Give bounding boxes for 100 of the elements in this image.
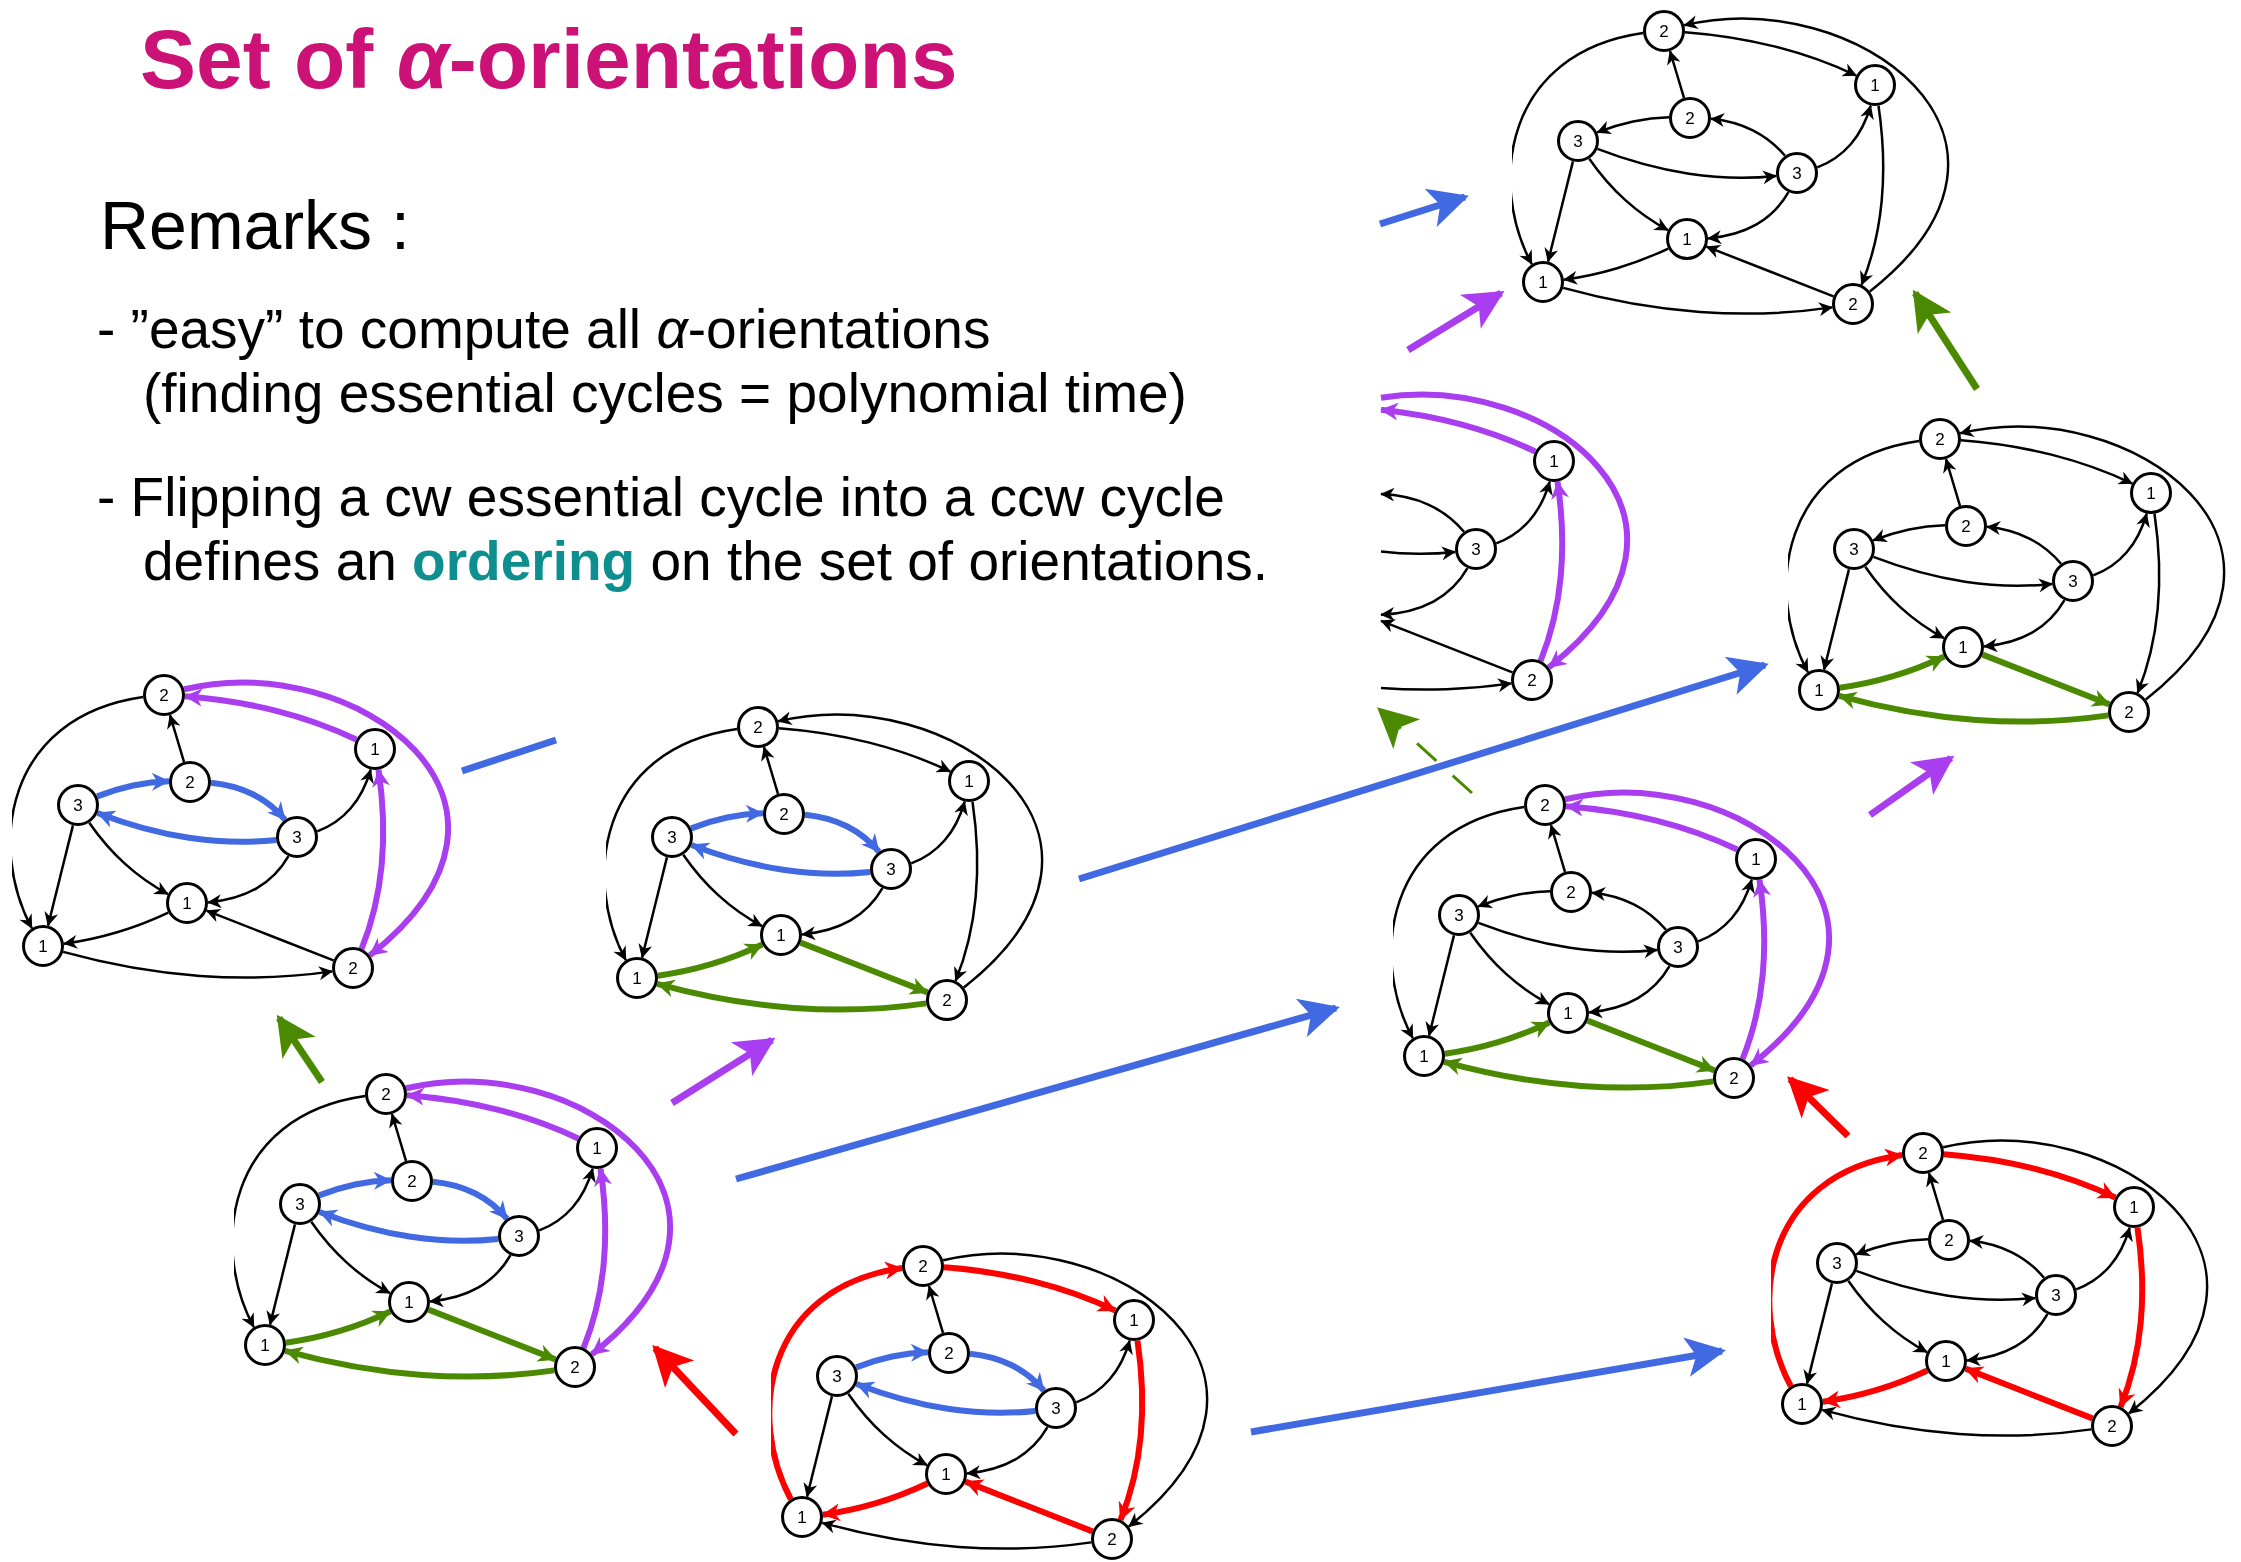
arrow	[1586, 1017, 1716, 1074]
arrow	[1380, 402, 1537, 455]
graph-vertex: 1	[760, 914, 802, 956]
arrow	[1563, 247, 1669, 285]
arrow	[316, 768, 374, 833]
arrow	[1562, 286, 1833, 317]
arrow	[1710, 113, 1786, 157]
graph-vertex: 2	[1713, 1057, 1755, 1099]
section-heading: Remarks :	[100, 186, 410, 265]
arrow	[167, 714, 186, 763]
arrow	[1705, 245, 1834, 298]
graph-vertex: 2	[554, 1346, 596, 1388]
arrow	[96, 810, 277, 845]
arrow	[1380, 487, 1465, 533]
graph-vertex: 2	[1902, 1132, 1944, 1174]
graph-vertex: 2	[1524, 784, 1566, 826]
arrow	[1838, 691, 2109, 725]
arrow	[266, 1224, 297, 1326]
arrow	[88, 822, 169, 896]
arrow	[405, 1078, 673, 1357]
graph-vertex: 2	[332, 947, 374, 989]
arrow	[855, 1343, 929, 1371]
arrow	[1983, 599, 2066, 652]
arrow	[1443, 1057, 1714, 1091]
arrow	[1075, 1339, 1133, 1404]
arrow	[63, 911, 169, 949]
arrow	[804, 811, 882, 854]
arrow	[735, 998, 1340, 1183]
arrow	[1943, 1151, 2117, 1201]
arrow	[1495, 480, 1553, 545]
arrow	[276, 1014, 325, 1084]
graph-vertex: 1	[1403, 1035, 1445, 1077]
arrow	[285, 1308, 392, 1346]
graph-vertex: 2	[1669, 97, 1711, 139]
arrow	[1596, 116, 1670, 135]
graph-vertex: 3	[1833, 528, 1875, 570]
graph-vertex: 2	[2108, 691, 2150, 733]
graph-vertex: 1	[354, 728, 396, 770]
dashed-arrow	[1377, 707, 1473, 795]
arrow	[656, 979, 927, 1013]
arrow	[821, 1519, 1092, 1550]
graph-vertex: 3	[651, 816, 693, 858]
arrow	[1868, 755, 1955, 818]
graph-vertex: 3	[1557, 120, 1599, 162]
arrow	[1964, 1365, 2094, 1422]
graph-vertex: 1	[616, 957, 658, 999]
arrow	[1856, 1269, 2036, 1307]
arrow	[1739, 878, 1771, 1060]
graph-vertex: 2	[2091, 1405, 2133, 1447]
graph-vertex: 2	[391, 1160, 433, 1202]
arrow	[1966, 1313, 2049, 1366]
graph-vertex: 1	[388, 1281, 430, 1323]
arrow	[1469, 932, 1550, 1006]
arrow	[638, 857, 669, 959]
arrow	[2117, 1227, 2146, 1408]
arrow	[1943, 458, 1962, 507]
graph-vertex: 2	[1091, 1518, 1133, 1560]
arrow	[1872, 524, 1946, 543]
arrow	[910, 800, 968, 865]
arrow	[1380, 391, 1630, 670]
arrow	[942, 1252, 1209, 1528]
arrow	[389, 1113, 408, 1162]
graph-vertex: 3	[57, 784, 99, 826]
remark-text: - Flipping a cw essential cycle into a ccw cycle defines an ordering on the set of orientations.	[97, 465, 1270, 593]
arrow	[1380, 619, 1513, 674]
graph-vertex: 3	[1816, 1242, 1858, 1284]
arrow	[1478, 921, 1658, 959]
arrow	[1591, 887, 1667, 931]
graph-vertex: 2	[1919, 418, 1961, 460]
graph-vertex: 1	[576, 1127, 618, 1169]
graph-vertex: 1	[1854, 64, 1896, 106]
arrow	[1969, 1235, 2045, 1279]
graph-vertex: 1	[1798, 669, 1840, 711]
arrow	[1859, 105, 1885, 286]
graph-vertex: 1	[1113, 1299, 1155, 1341]
arrow	[1787, 1076, 1851, 1139]
arrow	[943, 1264, 1117, 1314]
arrow	[2092, 512, 2150, 577]
graph-vertex: 2	[1945, 505, 1987, 547]
arrow	[1821, 1406, 2092, 1437]
arrow	[777, 711, 1044, 989]
graph-vertex: 3	[870, 848, 912, 890]
arrow	[318, 1209, 499, 1244]
arrow	[62, 950, 333, 981]
graph-vertex: 1	[1522, 261, 1564, 303]
arrow	[318, 1171, 392, 1199]
graph-vertex: 2	[926, 979, 968, 1021]
arrow	[847, 1393, 928, 1467]
arrow	[964, 1478, 1094, 1535]
arrow	[1378, 188, 1469, 228]
arrow	[310, 1221, 391, 1295]
arrow	[1393, 805, 1525, 1039]
graph-vertex: 1	[1533, 440, 1575, 482]
arrow	[1959, 423, 2226, 701]
graph-vertex: 3	[1657, 926, 1699, 968]
arrow	[966, 1426, 1049, 1479]
arrow	[1117, 1340, 1146, 1521]
arrow	[1847, 1280, 1928, 1354]
arrow	[657, 941, 764, 979]
arrow	[690, 804, 764, 832]
